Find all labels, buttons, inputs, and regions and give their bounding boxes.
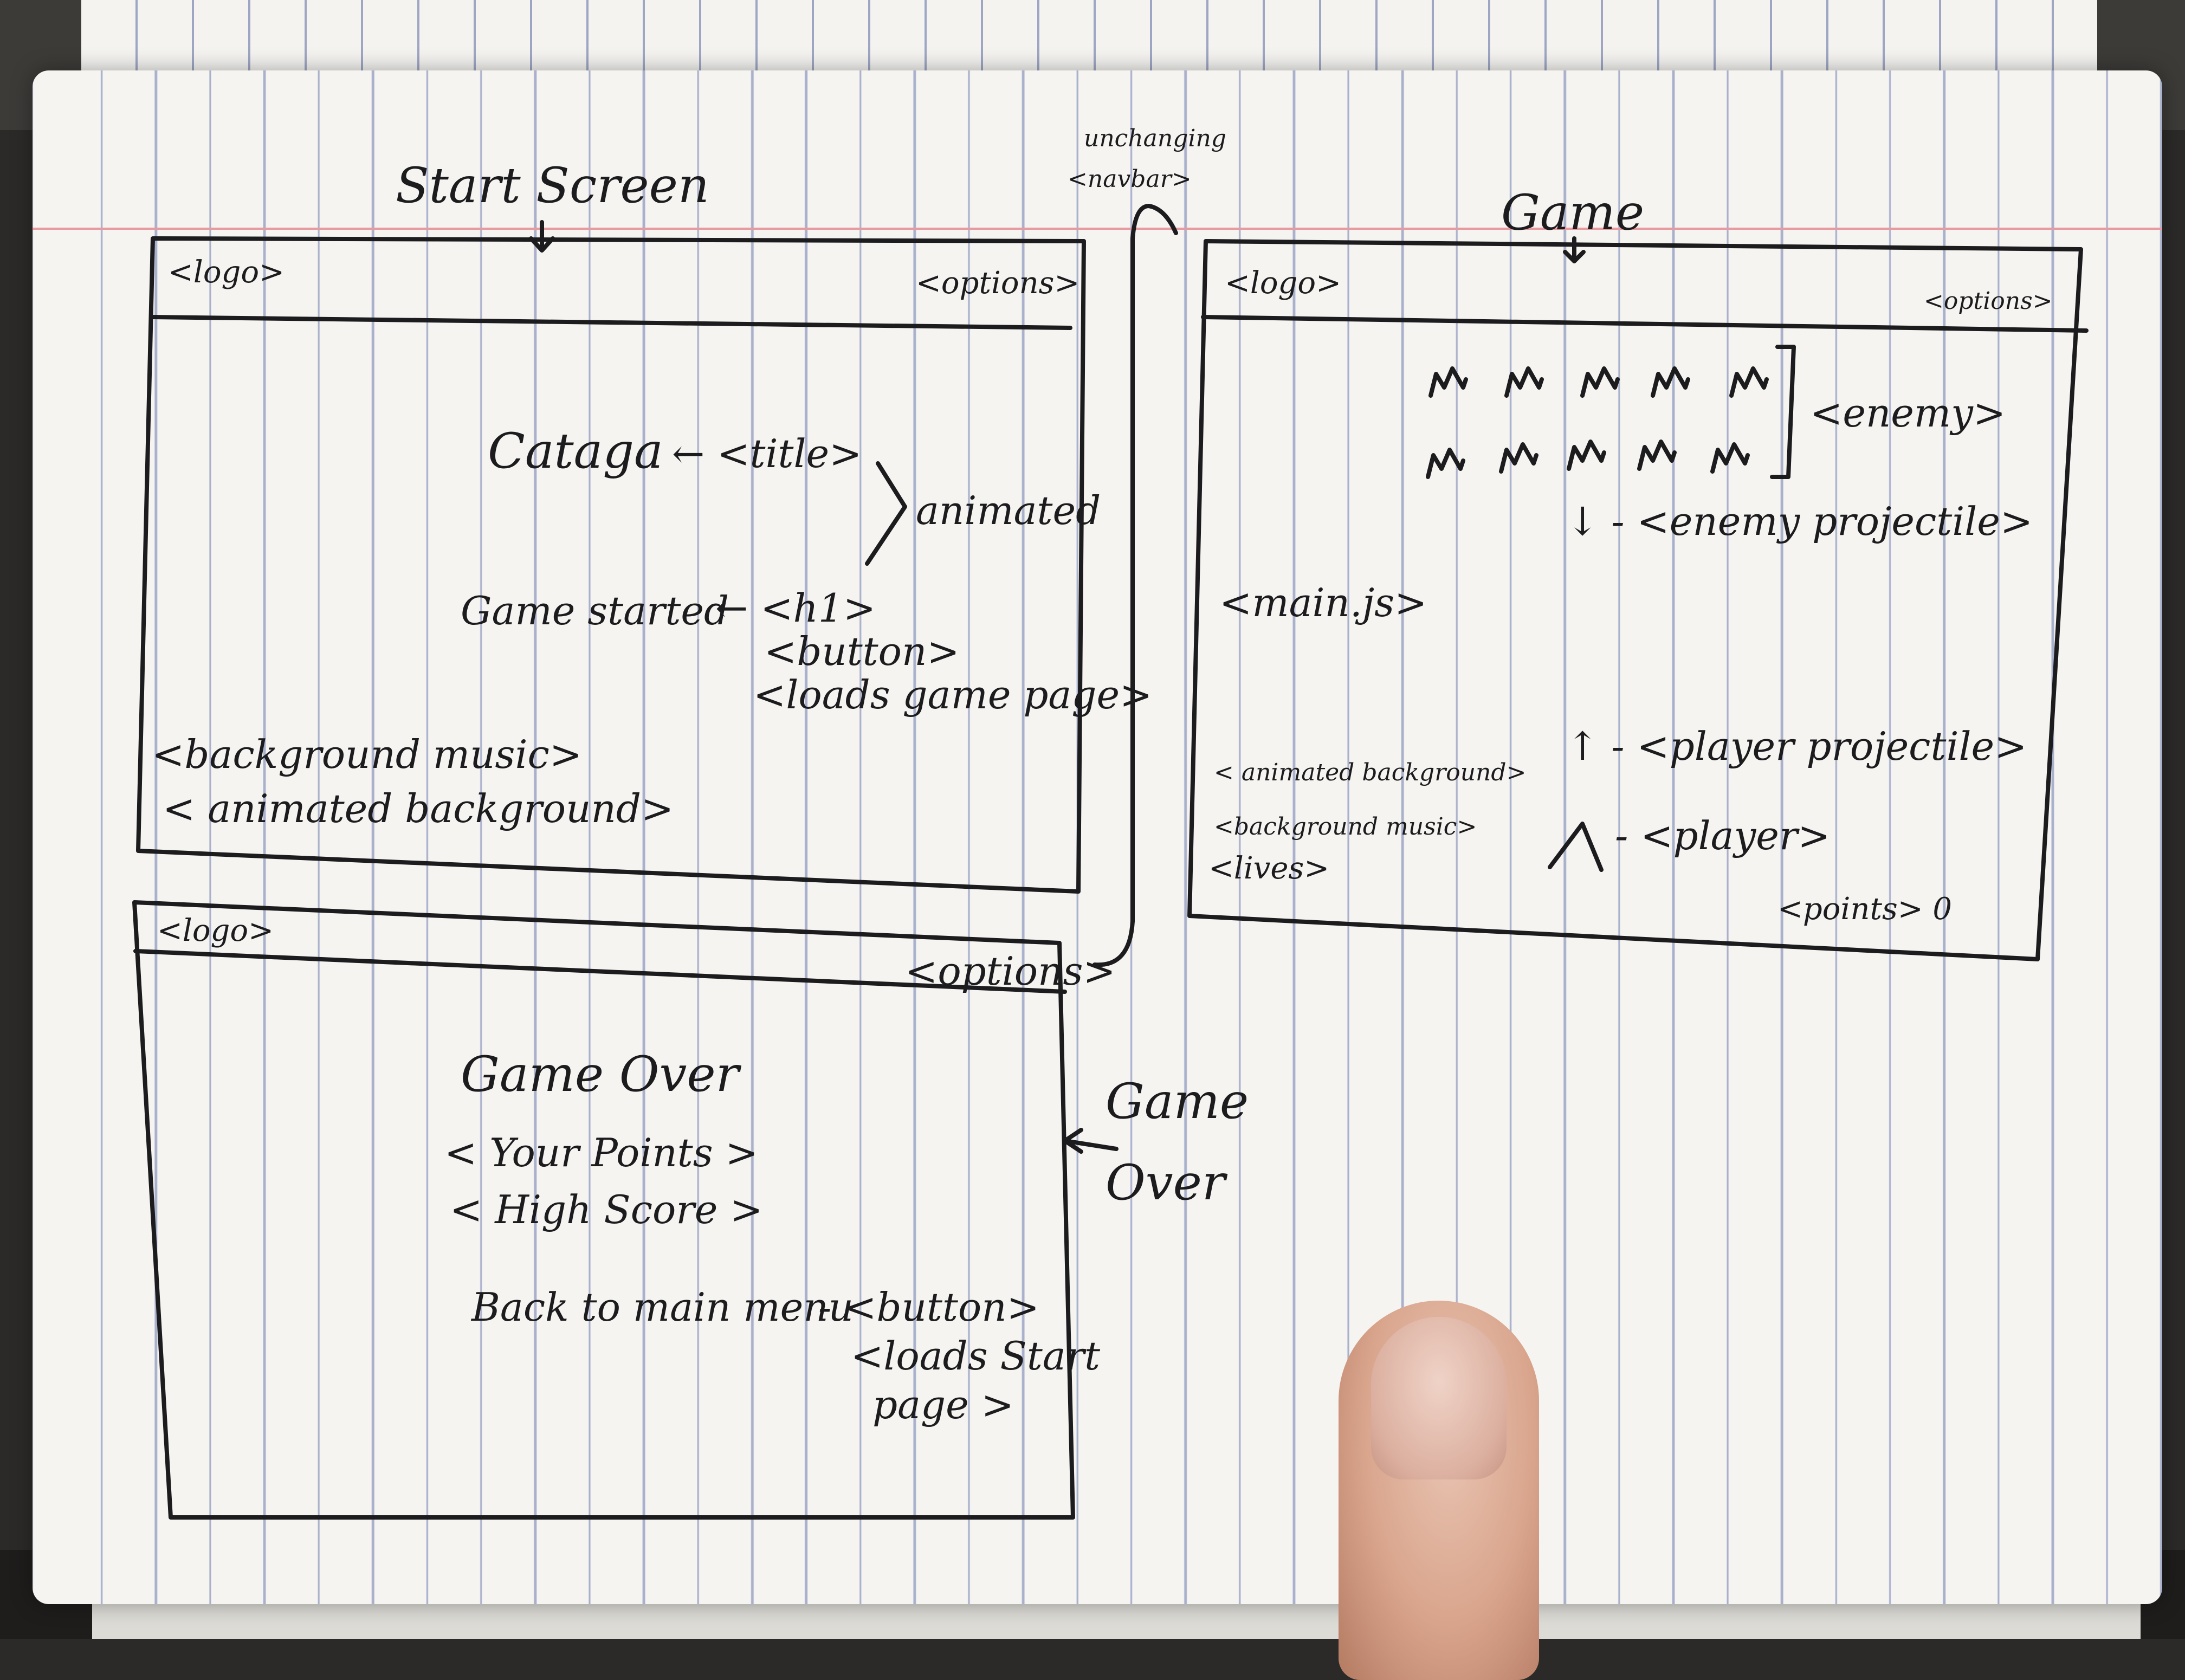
game-over-logo-label: <logo> xyxy=(157,913,274,948)
player-label: - <player> xyxy=(1615,813,1831,858)
game-options-label: <options> xyxy=(1924,287,2053,315)
game-logo-label: <logo> xyxy=(1225,266,1342,301)
back-loads-tag: <loads Start xyxy=(851,1333,1101,1379)
start-title-text: Cataga xyxy=(488,423,663,480)
start-loads-tag: <loads game page> xyxy=(753,672,1153,718)
player-ship xyxy=(1548,822,1604,872)
start-screen-heading: Start Screen xyxy=(396,157,709,214)
thumbnail xyxy=(1371,1317,1507,1479)
navbar-note-line2: <navbar> xyxy=(1068,165,1192,193)
game-over-frame xyxy=(132,900,1075,1520)
navbar-note-line1: unchanging xyxy=(1084,125,1226,152)
enemy-sprites xyxy=(1426,366,1769,479)
player-projectile-label: ↑ - <player projectile> xyxy=(1566,723,2027,769)
points-label: <points> 0 xyxy=(1777,891,1953,927)
main-js-label: <main.js> xyxy=(1219,580,1427,625)
animated-note: animated xyxy=(916,488,1101,533)
enemy-bracket xyxy=(1770,345,1796,479)
game-over-heading-line2: Over xyxy=(1106,1154,1225,1211)
start-button-tag: <button> xyxy=(764,629,960,674)
start-h1-tag: ← <h1> xyxy=(715,585,876,631)
start-game-text: Game started xyxy=(461,588,729,634)
start-animated-background: < animated background> xyxy=(163,786,674,831)
start-heading-arrow xyxy=(529,220,555,253)
game-animated-background: < animated background> xyxy=(1214,759,1527,786)
game-over-arrow xyxy=(1063,1128,1119,1154)
game-over-options-label: <options> xyxy=(905,948,1116,994)
lives-label: <lives> xyxy=(1208,851,1330,886)
start-screen-navbar-line xyxy=(150,315,1072,330)
game-over-navbar-line xyxy=(133,949,1067,994)
enemy-label: <enemy> xyxy=(1810,390,2006,436)
game-background-music: <background music> xyxy=(1214,813,1477,841)
game-screen-frame xyxy=(1187,239,2083,961)
back-page-tag: page > xyxy=(872,1382,1014,1427)
your-points-label: < Your Points > xyxy=(444,1130,758,1175)
start-title-tag: ← <title> xyxy=(672,431,862,476)
game-screen-navbar-line xyxy=(1201,315,2089,333)
game-heading-arrow xyxy=(1563,236,1586,263)
game-over-title: Game Over xyxy=(461,1046,739,1103)
back-button-tag: - <button> xyxy=(818,1284,1039,1330)
margin-red-line xyxy=(33,228,2162,230)
game-over-heading-line1: Game xyxy=(1106,1073,1249,1130)
start-screen-frame xyxy=(136,236,1086,894)
game-heading: Game xyxy=(1501,184,1645,241)
start-background-music: <background music> xyxy=(152,732,583,777)
animated-bracket xyxy=(865,461,907,566)
back-to-main-menu-label: Back to main menu xyxy=(471,1284,854,1330)
start-options-label: <options> xyxy=(916,266,1080,301)
high-score-label: < High Score > xyxy=(450,1187,763,1232)
start-logo-label: <logo> xyxy=(168,255,285,290)
hand-drawn-wireframe xyxy=(132,204,2089,1520)
enemy-projectile-label: ↓ - <enemy projectile> xyxy=(1566,499,2033,544)
navbar-bracket xyxy=(1092,204,1178,967)
